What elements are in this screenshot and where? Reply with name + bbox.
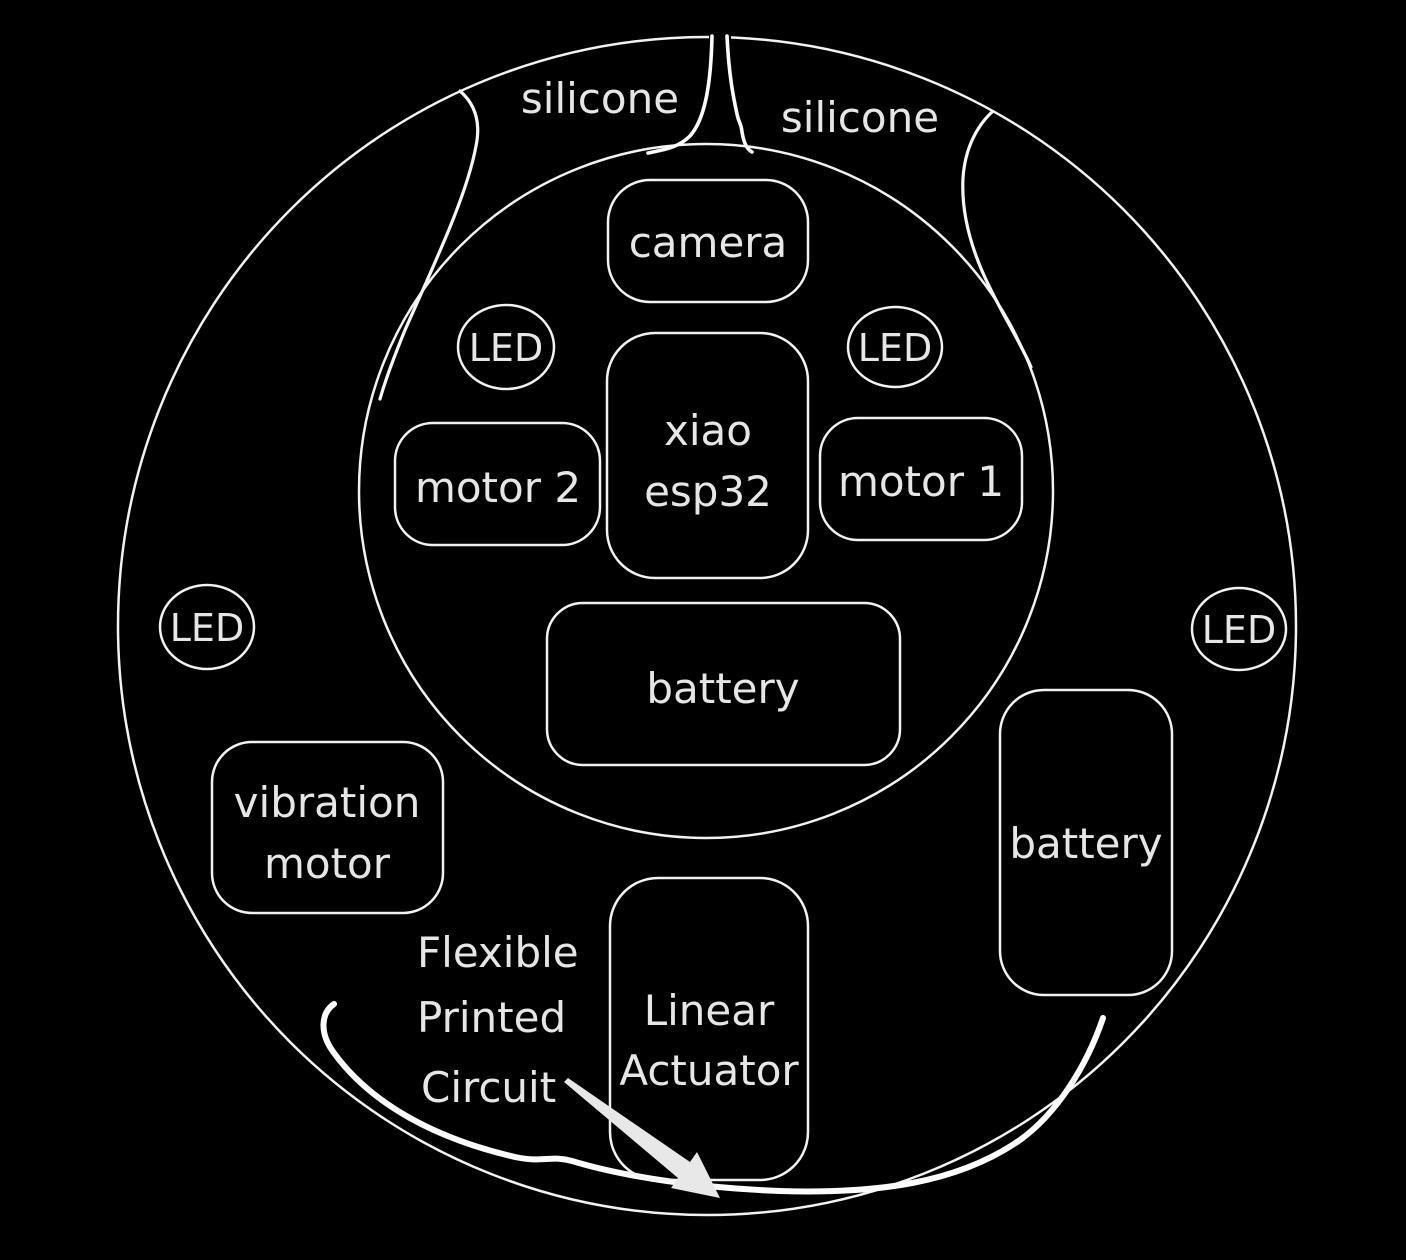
led-outer-right-label: LED	[1202, 608, 1276, 652]
linear-actuator-label-line1: Linear	[644, 986, 775, 1035]
silicone-boundary-left-curve	[378, 89, 480, 401]
motor1-label: motor 1	[838, 457, 1004, 506]
led-inner-left-circle	[456, 303, 556, 391]
silicone-stem-right-line	[725, 34, 754, 154]
led-outer-left-circle	[158, 583, 256, 671]
fpc-pointer-arrow-icon	[564, 1078, 720, 1198]
vibration-motor-label-line1: vibration	[234, 778, 421, 827]
fpc-label-line3: Circuit	[421, 1063, 556, 1112]
motor2-label: motor 2	[415, 463, 581, 512]
controller-box	[605, 331, 810, 580]
outer-shell-circle	[116, 35, 1298, 1217]
silicone-left-label: silicone	[521, 74, 679, 123]
fpc-label-line1: Flexible	[417, 928, 579, 977]
silicone-boundary-right-curve	[961, 110, 1033, 369]
vibration-motor-box	[210, 740, 445, 915]
motor1-box	[818, 416, 1024, 542]
led-inner-right-circle	[846, 305, 944, 389]
camera-box	[606, 178, 810, 304]
led-inner-left-label: LED	[469, 326, 543, 370]
controller-label-line2: esp32	[644, 467, 772, 516]
led-outer-right-circle	[1190, 586, 1288, 672]
camera-label: camera	[629, 218, 788, 267]
vibration-motor-label-line2: motor	[264, 839, 391, 888]
led-outer-left-label: LED	[170, 606, 244, 650]
controller-label-line1: xiao	[664, 406, 752, 455]
linear-actuator-label-line2: Actuator	[619, 1046, 799, 1095]
fpc-label-line2: Printed	[417, 993, 566, 1042]
silicone-right-label: silicone	[781, 93, 939, 142]
motor2-box	[393, 421, 602, 547]
battery-right-label: battery	[1009, 819, 1162, 868]
silicone-stem-left-line	[646, 34, 714, 155]
battery-right-box	[998, 688, 1174, 997]
led-inner-right-label: LED	[858, 326, 932, 370]
battery-center-label: battery	[646, 664, 799, 713]
inner-module-circle	[357, 142, 1055, 840]
battery-center-box	[545, 601, 902, 767]
